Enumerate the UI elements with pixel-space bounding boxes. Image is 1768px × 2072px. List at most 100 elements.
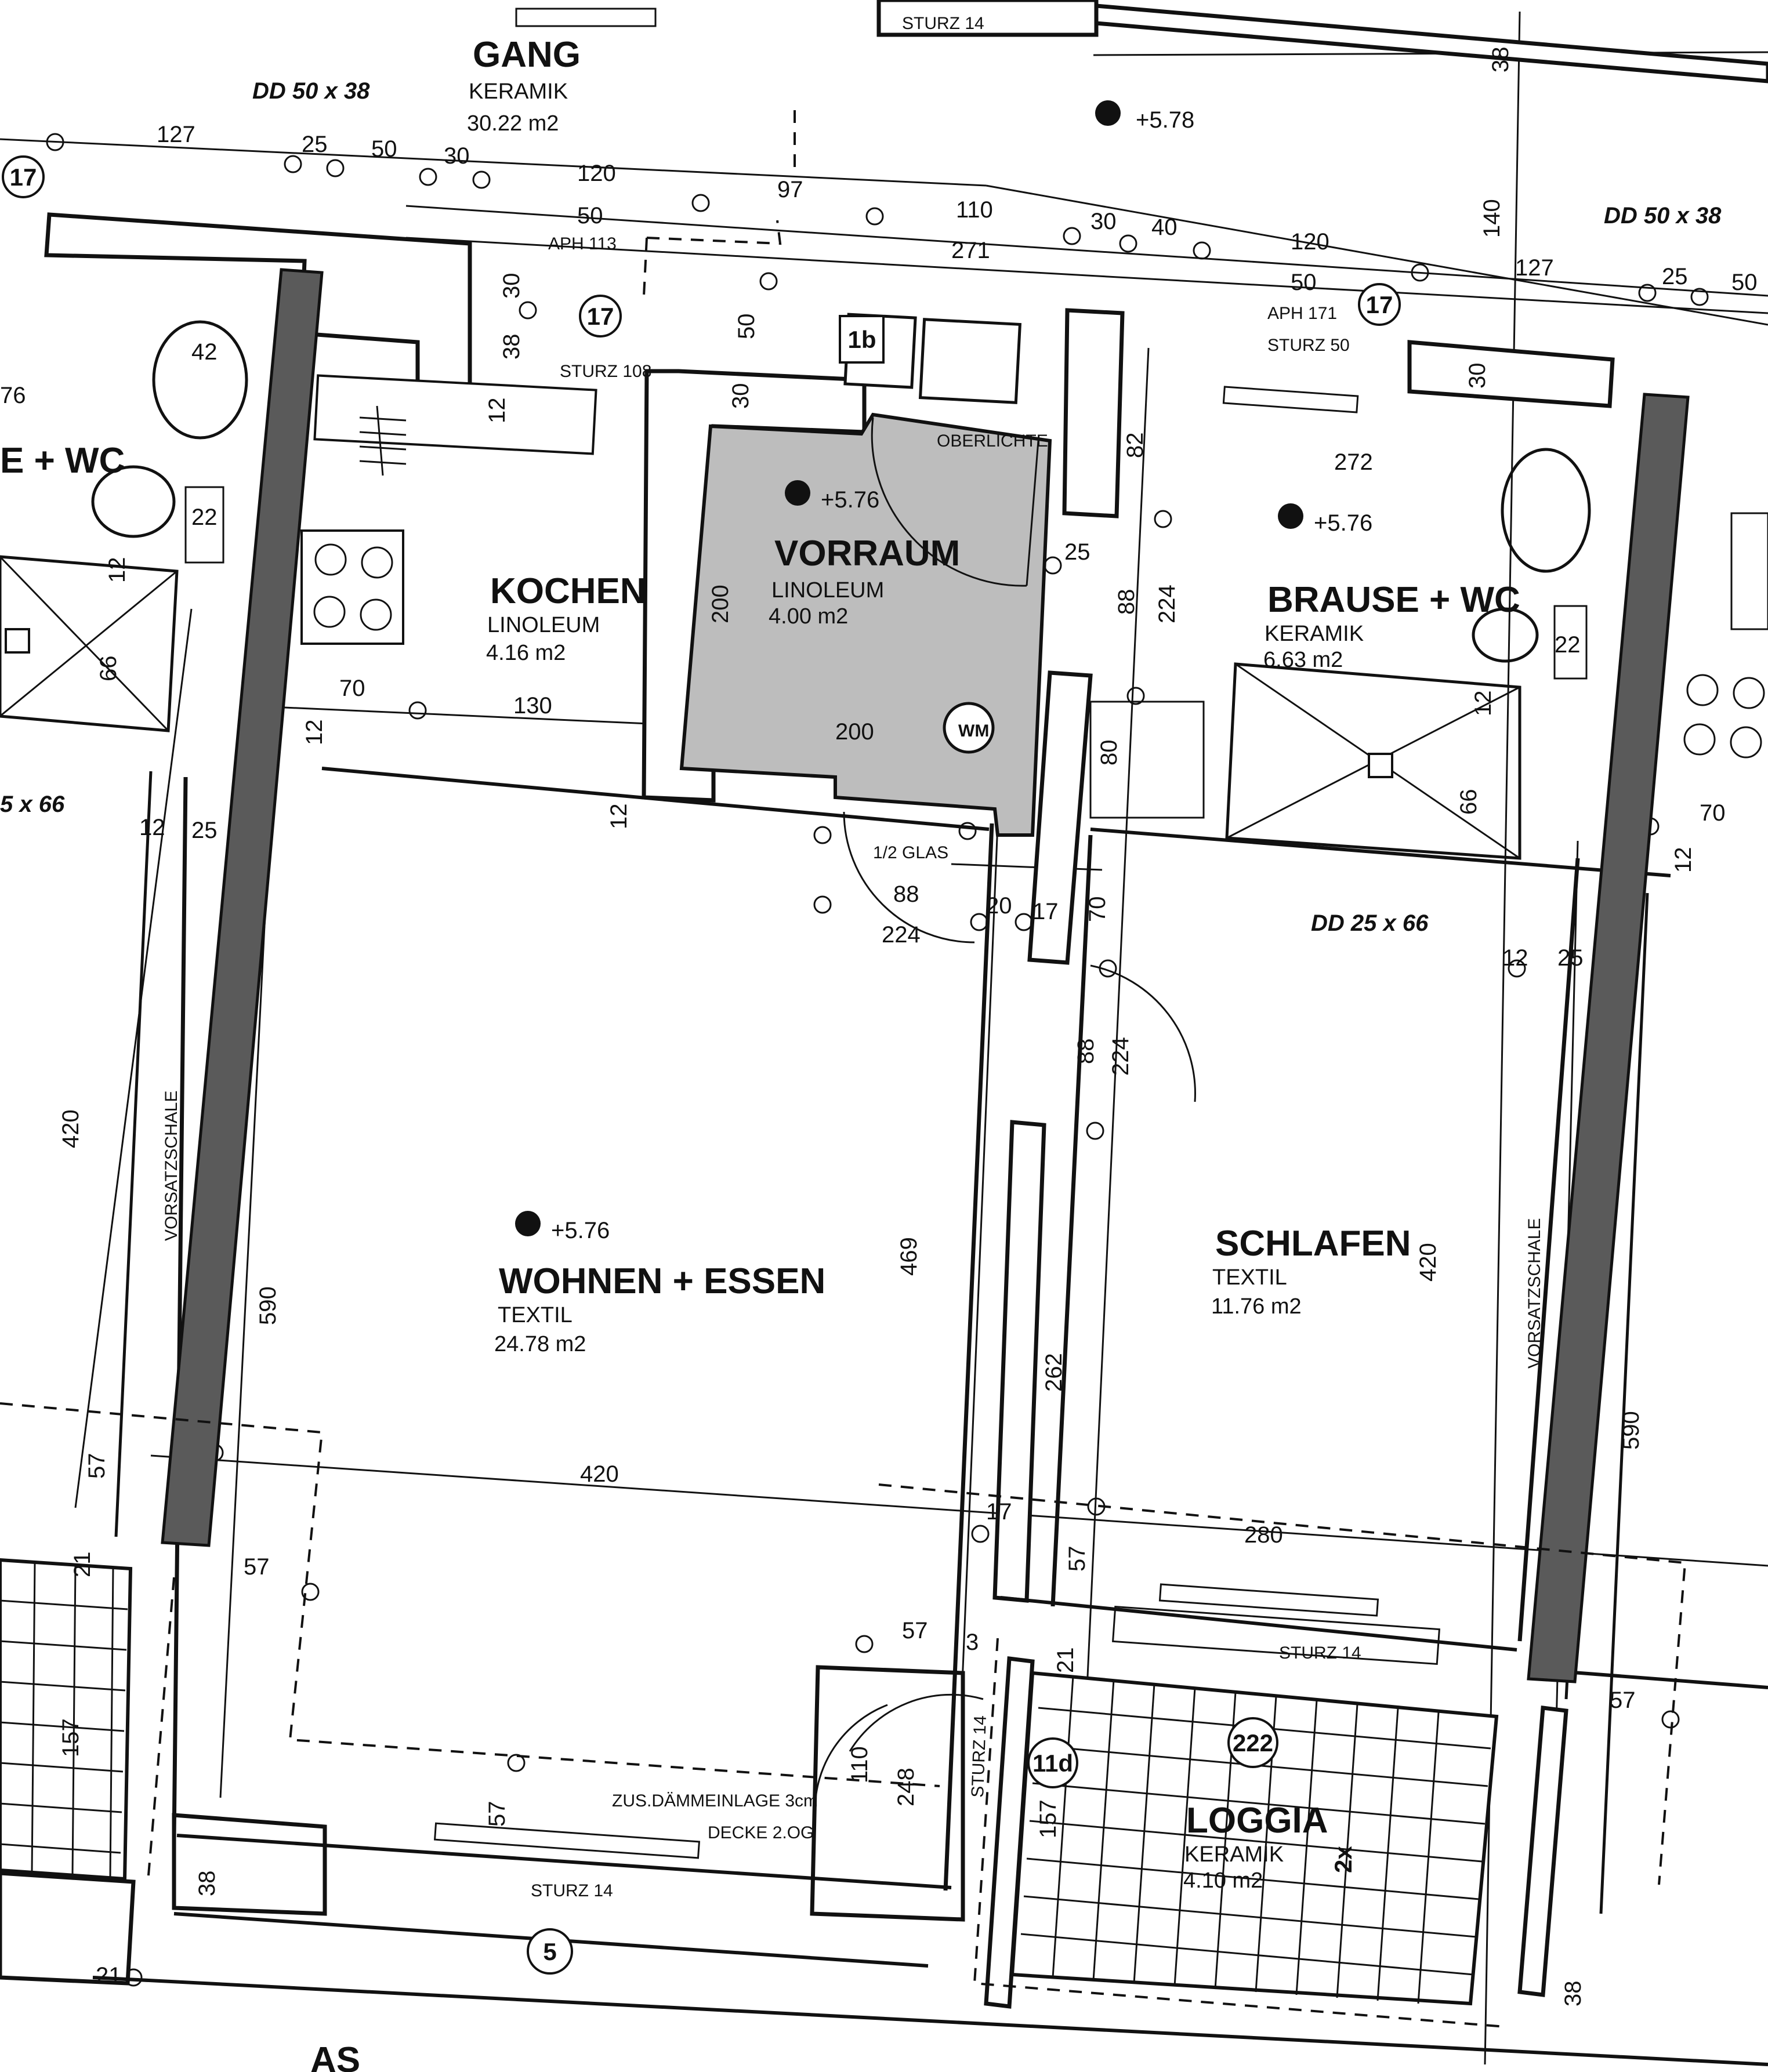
bath-fixtures [0,320,1768,860]
room-schlafen-floor: TEXTIL [1212,1265,1287,1290]
room-vorraum-floor: LINOLEUM [771,578,884,603]
sink [359,405,407,476]
dim-12-h: 12 [104,557,130,583]
dim-12-b: 12 [139,815,165,840]
bubble-tags: 17 17 17 5 1b 11d 222 [2,155,1401,1975]
dim-50-mid: 50 [577,203,603,228]
dim-157-left: 157 [58,1718,84,1757]
room-loggia-area: 4.10 m2 [1183,1868,1263,1893]
aph-171: APH 171 [1267,304,1337,323]
vorsatzschale-left: VORSATZSCHALE [162,1091,181,1242]
dim-21-c: 21 [96,1963,122,1988]
room-wohnen-floor: TEXTIL [498,1303,573,1327]
dim-271: 271 [951,238,990,263]
oberlichte: OBERLICHTE [937,431,1048,451]
dim-30-v3: 30 [1465,363,1490,389]
wm-label: WM [958,721,989,741]
dim-12-g: 12 [1671,847,1696,873]
sturz-108: STURZ 108 [560,362,651,381]
dim-22-left: 22 [191,505,218,530]
dim-66-left: 66 [96,656,121,682]
dim-17: 17 [1032,899,1059,924]
dim-420-right: 420 [1415,1243,1441,1282]
dim-76: 76 [0,383,26,408]
dd-top-right: DD 50 x 38 [1604,203,1722,228]
daemm-line-2: DECKE 2.OG [708,1823,814,1842]
dim-20: 20 [986,893,1012,919]
room-kochen-area: 4.16 m2 [486,641,566,665]
dim-262: 262 [1041,1353,1067,1392]
dim-25-mid: 25 [1064,539,1090,565]
dim-200-h: 200 [835,719,874,745]
room-brause-area: 6.63 m2 [1263,648,1343,672]
dim-120-right: 120 [1291,229,1329,255]
dim-590-left: 590 [255,1286,281,1325]
sturz-door: STURZ 14 [968,1715,990,1798]
dim-127-right: 127 [1515,255,1554,281]
dark-wall-shafts [161,268,1690,1683]
dim-38-bottom-left: 38 [194,1871,220,1897]
tag-11d: 11d [1032,1750,1073,1777]
dim-30-right: 30 [1090,209,1117,234]
dim-50-far-right: 50 [1731,270,1758,295]
dim-57-f: 57 [484,1801,510,1827]
dim-420-left: 420 [58,1109,84,1148]
dim-420-h: 420 [580,1461,619,1487]
sturz-bottom: STURZ 14 [531,1881,613,1900]
dim-157-right: 157 [1035,1799,1061,1838]
dim-110: 110 [956,197,993,223]
dim-25-right: 25 [1662,264,1688,289]
dim-80: 80 [1096,740,1122,766]
dim-50-v: 50 [734,314,759,340]
dim-97: 97 [777,177,803,202]
dim-224-b: 224 [882,922,921,948]
level-gang: +5.78 [1136,107,1194,133]
dim-57-c: 57 [902,1618,928,1643]
level-vorraum: +5.76 [821,487,879,513]
level-markers: +5.78 +5.76 +5.76 +5.76 [515,100,1372,1243]
door-swings [814,811,1196,1813]
dim-224-c: 224 [1108,1037,1133,1076]
dim-70-v: 70 [1085,897,1110,923]
room-brause-floor: KERAMIK [1265,622,1364,646]
dim-42: 42 [191,339,218,365]
half-glass: 1/2 GLAS [873,843,948,862]
dim-82: 82 [1122,433,1148,459]
dim-25-left: 25 [302,132,328,157]
room-wohnen-name: WOHNEN + ESSEN [499,1261,825,1301]
dim-17-b: 17 [986,1499,1012,1525]
dim-200-v: 200 [708,585,733,623]
room-kochen-name: KOCHEN [490,571,646,611]
loggia-tiles [0,1558,1499,2006]
room-wohnen-area: 24.78 m2 [494,1332,586,1356]
dim-130: 130 [513,693,552,719]
bubble-17-left [2,155,45,198]
dim-110-v: 110 [847,1746,872,1783]
dim-22-right: 22 [1555,632,1581,658]
level-wohnen: +5.76 [551,1218,610,1243]
dd-mid-right: DD 25 x 66 [1311,910,1429,936]
bubble-5 [527,1928,573,1975]
dim-25-c: 25 [1557,945,1584,971]
dim-38-bottom-right: 38 [1560,1981,1586,2007]
dim-70-right: 70 [1700,800,1726,826]
tag-222: 222 [1233,1729,1273,1757]
aph-113: APH 113 [548,234,617,253]
room-gang-area: 30.22 m2 [467,111,559,136]
bubble-17-right [1358,283,1401,326]
dim-25-b: 25 [191,818,218,843]
room-schlafen-area: 11.76 m2 [1211,1294,1302,1319]
dim-280: 280 [1244,1522,1283,1548]
dim-12-e: 12 [302,720,327,746]
dim-272: 272 [1334,449,1373,475]
dim-88-a: 88 [1114,589,1139,615]
dim-40: 40 [1151,215,1178,240]
tag-1b: 1b [847,326,876,353]
dim-88-b: 88 [893,881,919,907]
dim-12-c: 12 [1502,945,1528,971]
room-gang-name: GANG [473,35,581,75]
dim-50-right: 50 [1291,270,1317,295]
dim-469: 469 [896,1237,922,1276]
